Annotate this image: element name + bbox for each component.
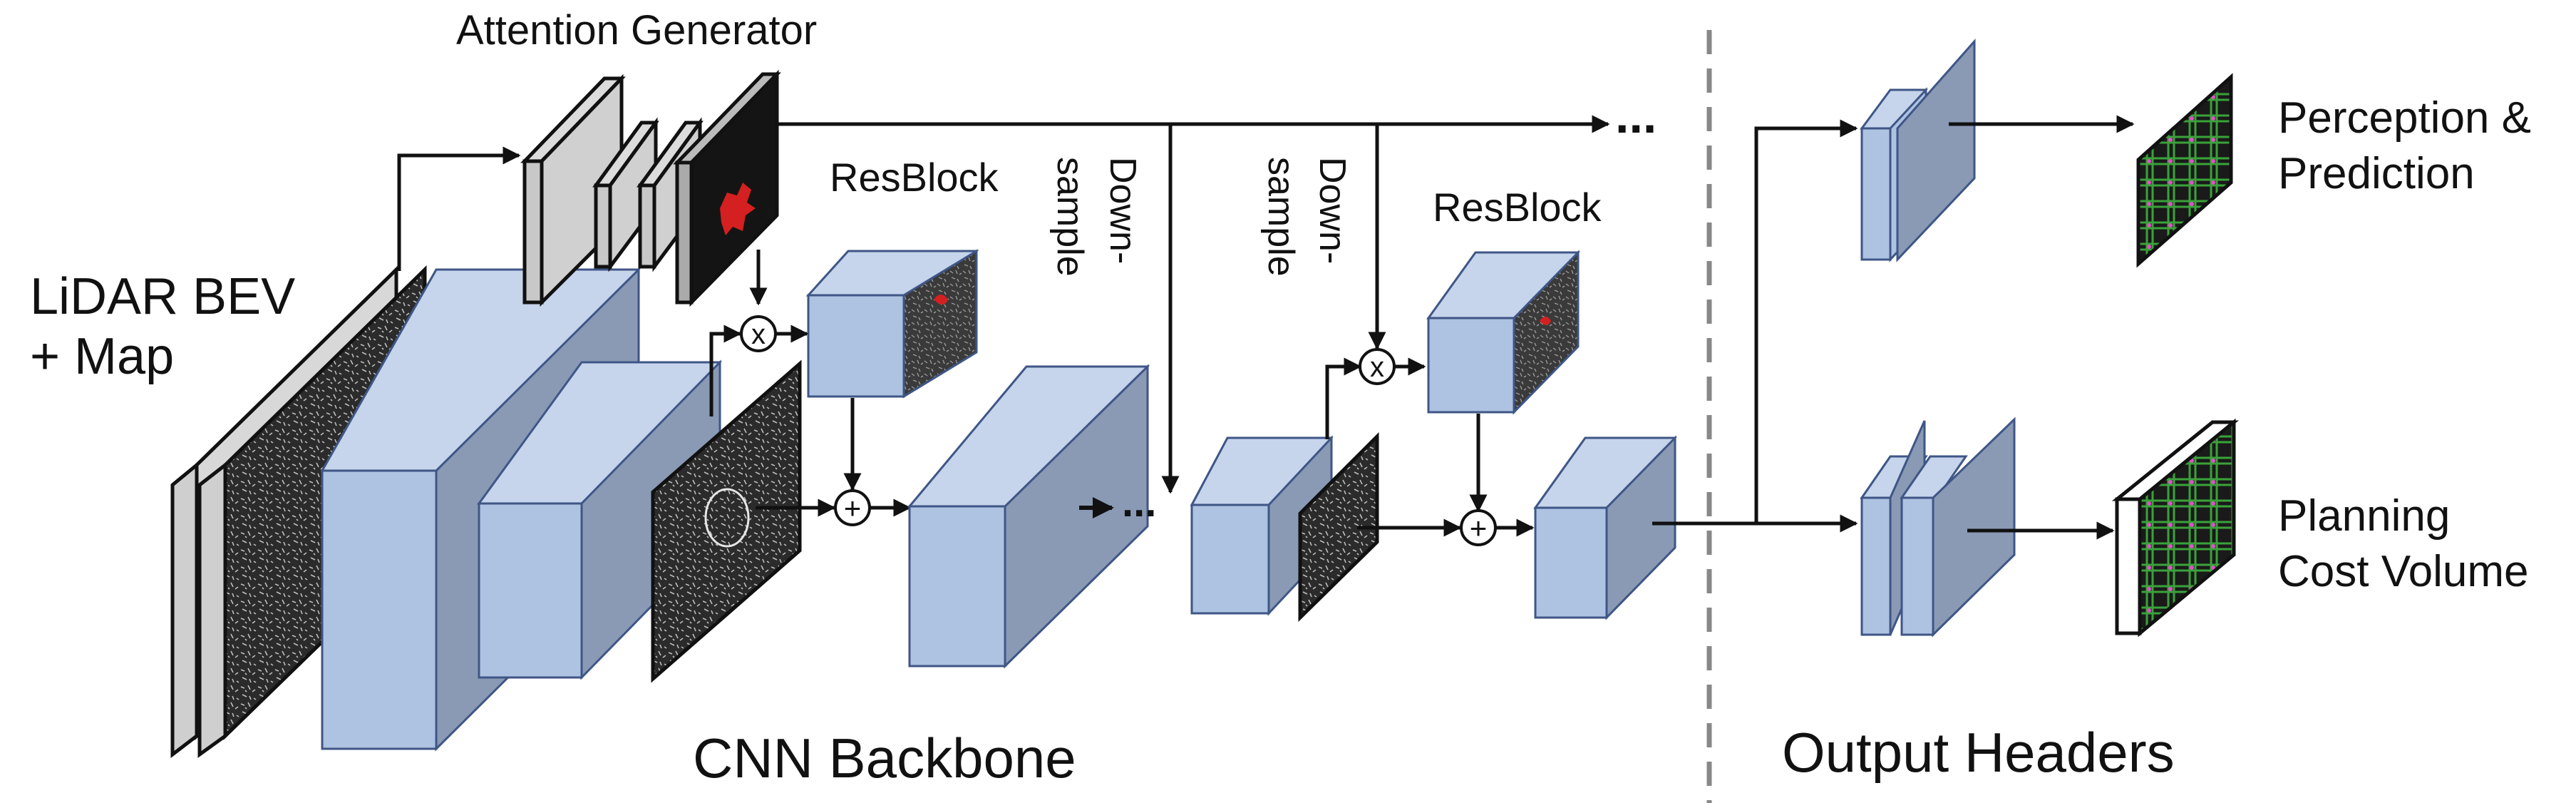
attention-map	[673, 69, 781, 307]
downsample-1-label-line1: Down-	[1102, 157, 1143, 264]
backbone-block-2	[477, 359, 722, 680]
svg-text:x: x	[1370, 352, 1384, 383]
multiply-op-2: x	[1359, 348, 1396, 385]
add-op-2: +	[1460, 509, 1497, 546]
perception-head	[1860, 39, 1976, 262]
planning-label-line1: Planning	[2278, 491, 2450, 541]
perception-label-line1: Perception &	[2278, 93, 2531, 143]
svg-text:+: +	[844, 491, 862, 525]
output-headers-label: Output Headers	[1782, 721, 2175, 784]
svg-text:+: +	[1470, 511, 1488, 545]
multiply-op-1: x	[740, 315, 777, 352]
perception-output-map	[2136, 73, 2233, 268]
planning-head	[1860, 416, 2016, 638]
feature-to-multiply-1	[709, 324, 742, 416]
backbone-ellipsis: ...	[1122, 479, 1156, 526]
planning-cost-volume	[2111, 418, 2240, 638]
resblock-2-label: ResBlock	[1433, 185, 1602, 230]
downsample-1-label-line2: sample	[1049, 157, 1091, 277]
backbone-block-5	[1533, 435, 1677, 620]
input-to-attention-arrow	[397, 146, 521, 271]
add-op-1: +	[834, 489, 871, 526]
resblock-2	[1426, 250, 1580, 415]
svg-text:x: x	[751, 319, 766, 350]
lidar-input-label-line2: + Map	[30, 328, 174, 385]
broadcast-ellipsis: ...	[1615, 88, 1657, 143]
downsample-2-label-line2: sample	[1260, 157, 1302, 277]
attention-generator-label: Attention Generator	[456, 7, 817, 53]
cnn-backbone-label: CNN Backbone	[693, 727, 1076, 789]
backbone-block-3	[907, 364, 1150, 669]
resblock-1-label: ResBlock	[830, 155, 999, 200]
feature-to-multiply-2	[1325, 357, 1362, 439]
resblock-1	[805, 249, 979, 399]
to-perception-head-arrow	[1754, 119, 1858, 523]
planning-label-line2: Cost Volume	[2278, 547, 2529, 596]
perception-label-line2: Prediction	[2278, 149, 2475, 198]
lidar-input-label-line1: LiDAR BEV	[30, 268, 295, 325]
downsample-2-label-line1: Down-	[1312, 157, 1353, 264]
feature-map-2	[1298, 431, 1379, 622]
feature-map-1	[651, 359, 802, 683]
